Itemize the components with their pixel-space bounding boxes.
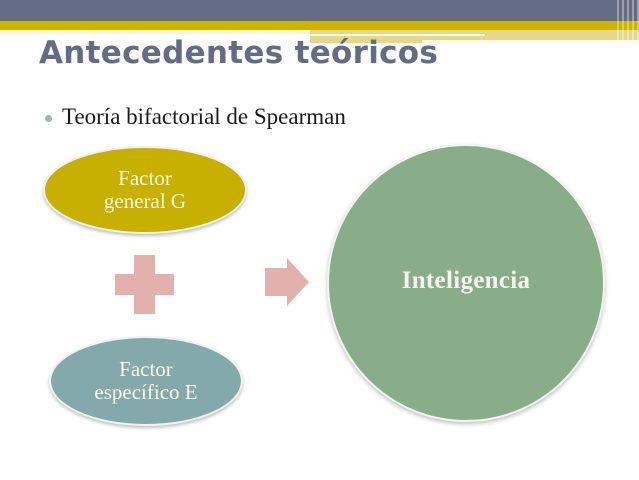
header-decor-line [422, 40, 639, 44]
factor-e-line2: específico E [94, 380, 198, 404]
bullet-text: Teoría bifactorial de Spearman [62, 104, 346, 129]
arrow-right-icon [265, 258, 309, 306]
inteligencia-node: Inteligencia [327, 144, 605, 422]
plus-icon [115, 255, 174, 314]
bullet-item: Teoría bifactorial de Spearman [45, 104, 346, 130]
factor-g-line1: Factor [118, 166, 172, 190]
header-decor-line [310, 34, 485, 36]
factor-especifico-e-node: Factor específico E [49, 336, 243, 426]
inteligencia-label: Inteligencia [401, 267, 531, 294]
factor-general-g-node: Factor general G [43, 146, 247, 234]
header-edge-stripes [617, 0, 639, 44]
header-decor-line [310, 30, 639, 43]
factor-g-line2: general G [103, 189, 187, 213]
header-accent-bar [0, 21, 639, 30]
bullet-dot-icon [45, 114, 52, 122]
factor-e-line1: Factor [119, 357, 173, 381]
header-decor-line [0, 30, 310, 34]
header-bar [0, 0, 639, 21]
slide-title: Antecedentes teóricos [39, 35, 439, 71]
